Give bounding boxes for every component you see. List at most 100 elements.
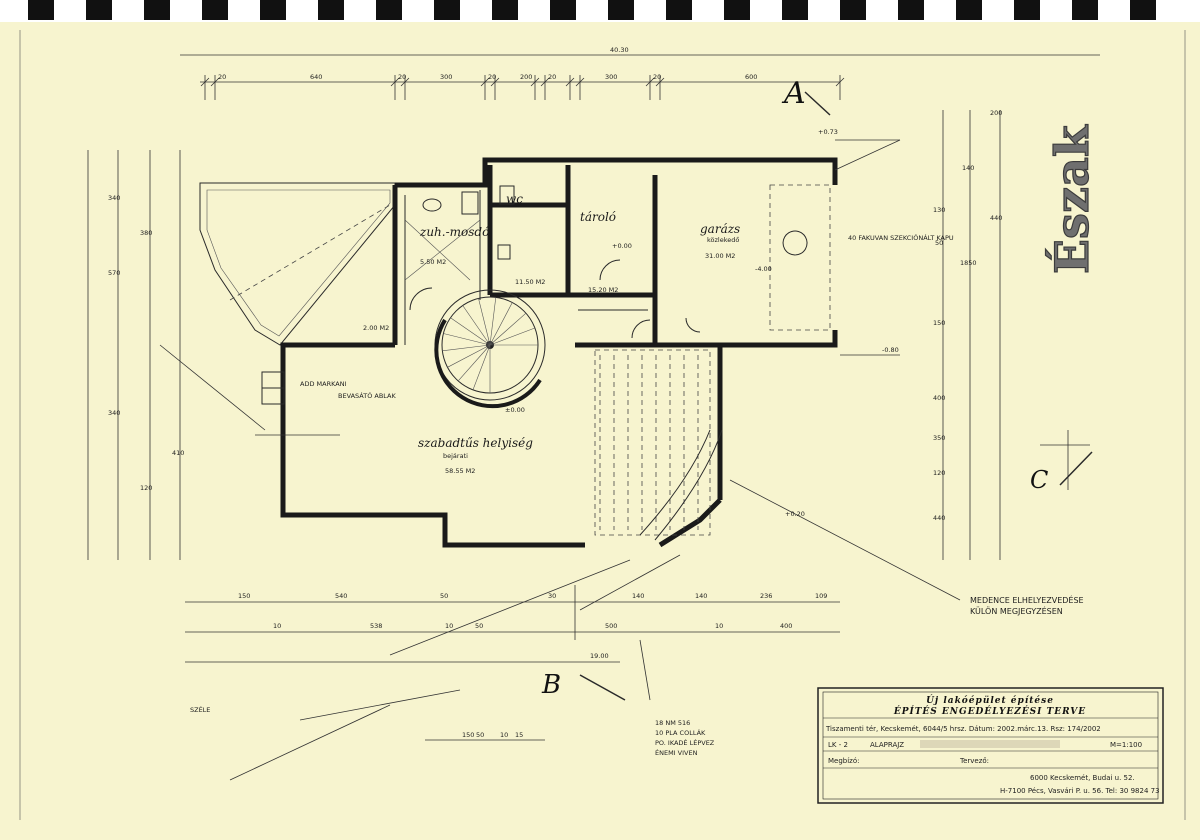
room-area-wc: 11.50 M2 [515, 278, 545, 286]
title-block-address-1: 6000 Kecskemét, Budai u. 52. [1030, 774, 1135, 782]
dimension-label: 20 [653, 73, 661, 81]
dimension-label: 50 [476, 731, 484, 739]
title-block-scale: M=1:100 [1110, 741, 1142, 749]
level-mark-6: -4.00 [755, 265, 772, 273]
dimension-label: 50 [475, 622, 483, 630]
level-mark-1: +0.00 [612, 242, 632, 250]
dimension-label: 400 [933, 394, 945, 402]
stair-tread [489, 327, 535, 346]
stair-tread [442, 344, 491, 352]
note-medence-1: MEDENCE ELHELYEZVEDÉSE [970, 594, 1084, 605]
room-area-tarolo: 15.20 M2 [588, 286, 618, 294]
note-beveszto-ablak: BEVASÁTÓ ABLAK [338, 391, 397, 400]
binding-hole [1014, 0, 1040, 20]
title-block-address-2: H-7100 Pécs, Vasvári P. u. 56. Tel: 30 9… [1000, 787, 1160, 795]
dimension-label: 1850 [960, 259, 977, 267]
title-block: Új lakóépület építése ÉPÍTÉS ENGEDÉLYEZÉ… [817, 687, 1164, 804]
terrace-outline [199, 182, 396, 346]
top-overall-dimension: 40.30 [610, 46, 629, 54]
room-sublabel-kozlekedo: közlekedő [707, 235, 739, 244]
binding-hole [318, 0, 344, 20]
level-mark-5: +0.20 [785, 510, 805, 518]
room-label-tarolo: tároló [580, 210, 616, 224]
binding-hole [724, 0, 750, 20]
dimension-label: 236 [760, 592, 772, 600]
dimension-label: 50 [935, 239, 943, 247]
dimension-label: 200 [520, 73, 532, 81]
note-add-markani: ADD MARKANI [300, 380, 347, 388]
title-block-tervezo: Tervező: [959, 756, 989, 765]
note-medence-2: KÜLÖN MEGJEGYZÉSEN [970, 605, 1063, 616]
binding-hole [1130, 0, 1156, 20]
room-label-garazs: garázs [700, 222, 740, 236]
dimension-label: 380 [140, 229, 152, 237]
binding-hole [144, 0, 170, 20]
stair-tread [457, 344, 491, 382]
north-label: Észak [1044, 124, 1099, 274]
binding-strip [0, 0, 1200, 22]
dimension-label: 10 [500, 731, 508, 739]
spiral-staircase [434, 289, 546, 409]
dimension-label: 30 [548, 592, 556, 600]
dimension-label: 440 [990, 214, 1002, 222]
binding-hole [898, 0, 924, 20]
dimension-label: 15 [515, 731, 523, 739]
dimension-label: 350 [933, 434, 945, 442]
room-label-wc: wc [506, 192, 523, 206]
level-mark-3: -0.80 [882, 346, 899, 354]
dimension-label: 300 [605, 73, 617, 81]
binding-hole [956, 0, 982, 20]
title-block-line3: Tiszamenti tér, Kecskemét, 6044/5 hrsz. … [825, 725, 1101, 733]
title-block-megbizo: Megbízó: [828, 757, 860, 765]
dimension-label: 20 [218, 73, 226, 81]
note-terep-1: 18 NM 516 [655, 719, 690, 727]
dimension-label: 140 [632, 592, 644, 600]
dimension-label: 540 [335, 592, 347, 600]
dimension-label: 10 [445, 622, 453, 630]
level-mark-2: +0.73 [818, 128, 838, 136]
binding-hole [840, 0, 866, 20]
stair-tread [489, 312, 527, 346]
section-marker-b: B [541, 670, 561, 700]
note-szele: SZÉLE [190, 705, 210, 714]
dimension-label: 10 [273, 622, 281, 630]
dimension-label: 20 [548, 73, 556, 81]
dimension-label: 500 [605, 622, 617, 630]
dimension-label: 340 [108, 194, 120, 202]
note-garage-door: 40 FAKUVAN SZEKCIÓNÁLT KAPU [848, 233, 954, 242]
stair-tread [443, 333, 491, 346]
binding-hole [1072, 0, 1098, 20]
interior-walls [404, 165, 658, 345]
dimension-label: 150 [238, 592, 250, 600]
annotation-leaders [159, 91, 1093, 781]
dimension-label: 140 [962, 164, 974, 172]
dimension-label: 10 [715, 622, 723, 630]
dimension-label: 20 [488, 73, 496, 81]
stair-tread [450, 317, 491, 346]
dimension-label: 300 [440, 73, 452, 81]
binding-hole [782, 0, 808, 20]
room-area-small-2: 5.50 M2 [420, 258, 446, 266]
dimension-label: 538 [370, 622, 382, 630]
title-block-drawing-title: ALAPRAJZ [870, 741, 904, 749]
stair-tread [489, 297, 497, 346]
dimension-label: 600 [745, 73, 757, 81]
room-area-garazs: 31.00 M2 [705, 252, 735, 260]
stair-tread [462, 305, 491, 346]
title-block-line1: Új lakóépület építése [926, 694, 1054, 706]
exterior-walls [280, 157, 838, 548]
door-arcs [261, 259, 701, 405]
note-terep-2: 10 PLA COLLÁK [655, 728, 706, 737]
dimension-label: 120 [933, 469, 945, 477]
binding-hole [86, 0, 112, 20]
dimension-label: 120 [140, 484, 152, 492]
dimension-label: 570 [108, 269, 120, 277]
binding-hole [608, 0, 634, 20]
room-area-szabadtus: 58.55 M2 [445, 467, 475, 475]
dimension-label: 440 [933, 514, 945, 522]
